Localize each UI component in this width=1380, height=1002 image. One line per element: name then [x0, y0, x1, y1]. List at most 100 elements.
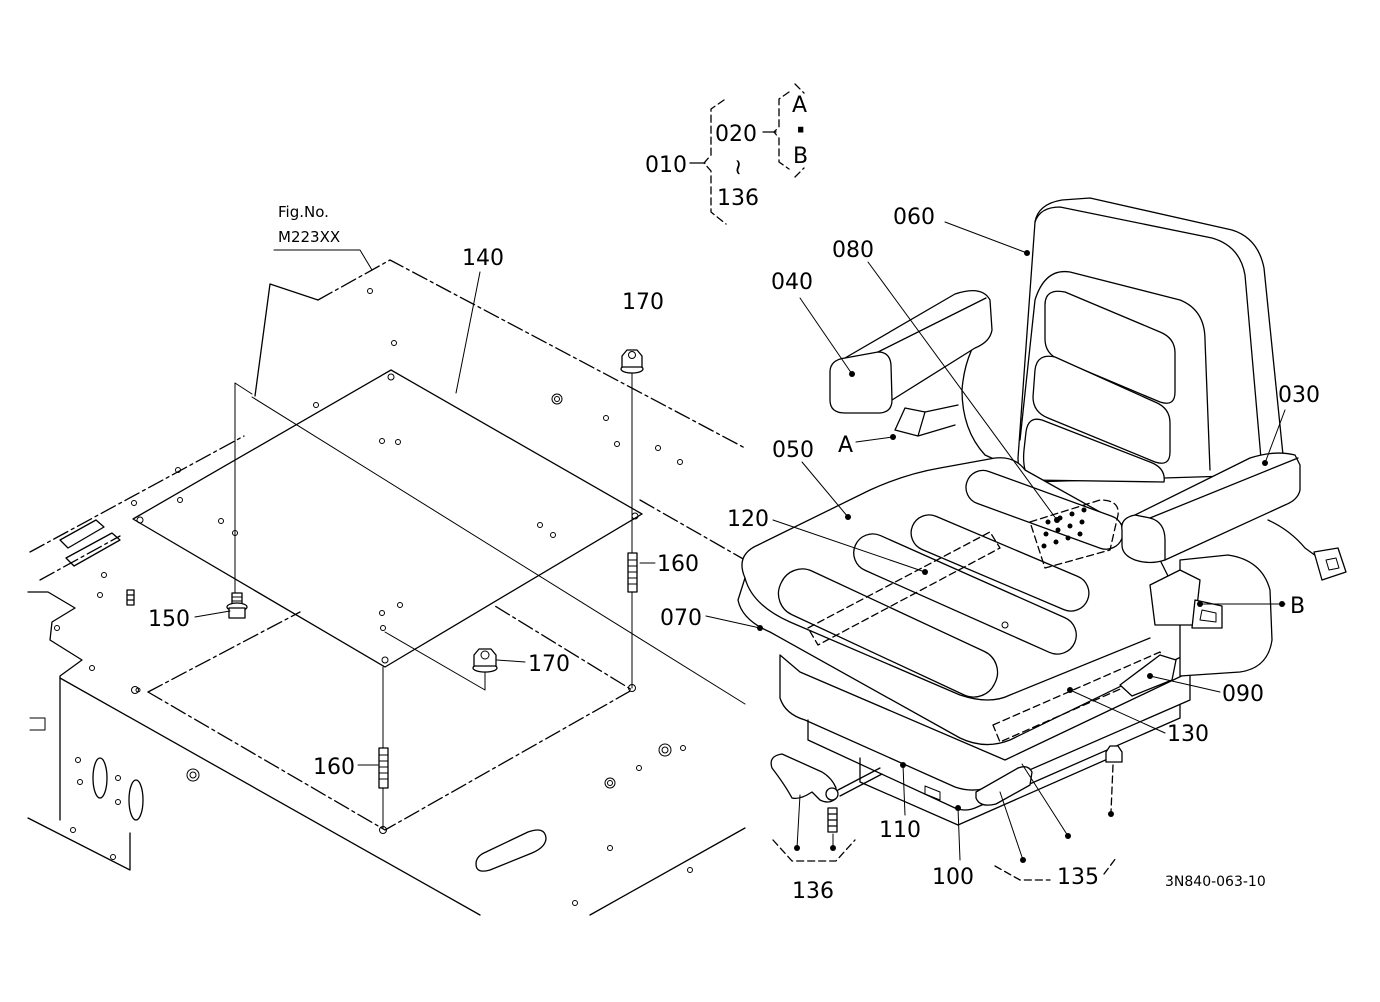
leader-040 — [799, 297, 853, 375]
leader-110 — [902, 764, 906, 816]
switch-hole — [1065, 535, 1071, 541]
nut-bore — [480, 650, 490, 660]
frame-left-edge-inner — [39, 535, 121, 581]
leader-070 — [705, 615, 761, 629]
cushion-pad-third — [910, 514, 1090, 612]
mounting-hole — [175, 467, 181, 473]
mounting-hole — [89, 665, 95, 671]
stud-threads — [627, 559, 638, 585]
callout-060: 060 — [893, 205, 935, 230]
frame-oval-slot-2 — [128, 779, 144, 821]
bolt-axis — [234, 382, 253, 597]
leader-dot — [1147, 673, 1153, 679]
seat-cushion — [737, 457, 1186, 746]
leader-120 — [772, 519, 926, 573]
plate-outline — [132, 369, 643, 668]
connector-latch — [1325, 557, 1340, 571]
leader-dot — [757, 625, 763, 631]
mounting-hole — [603, 415, 609, 421]
frame-right-edge — [639, 499, 746, 561]
leader-135-a — [999, 791, 1024, 861]
mount-outline — [147, 605, 633, 831]
base-housing — [779, 654, 1191, 791]
wire-harness — [1267, 519, 1317, 557]
callout-136: 136 — [792, 879, 834, 904]
stud-threads — [378, 754, 389, 780]
assembly-key: 010 020 ~ 136 A · B — [645, 83, 808, 225]
chassis-frame — [27, 259, 746, 916]
bolt-threads — [231, 596, 243, 602]
callout-ref-a: A — [838, 433, 853, 458]
callout-170-lower: 170 — [528, 652, 570, 677]
fig-no-leader — [273, 249, 373, 271]
nut-bore — [628, 351, 636, 359]
plate-hole — [218, 518, 224, 524]
side-nut-axis — [1110, 764, 1114, 813]
mounting-hole — [636, 765, 642, 771]
callout-140: 140 — [462, 246, 504, 271]
mounting-hole — [313, 402, 319, 408]
mounting-holes — [54, 288, 693, 906]
seat-belt-right — [1149, 569, 1223, 629]
leader-dot — [1065, 833, 1071, 839]
seat-belt-left-strap — [917, 404, 959, 437]
callout-080: 080 — [832, 238, 874, 263]
nut-body — [473, 648, 497, 667]
callout-170-top: 170 — [622, 290, 664, 315]
fasteners — [226, 349, 644, 829]
flange-nut-lower — [472, 648, 498, 673]
mounting-hole — [177, 497, 183, 503]
frame-left-bottom — [27, 817, 131, 871]
right-armrest-top-edge — [1149, 457, 1299, 519]
leader-dot — [1262, 460, 1268, 466]
switch-hole — [1041, 543, 1047, 549]
leader-dot — [794, 845, 800, 851]
leader-dot — [1020, 857, 1026, 863]
plate-hole — [136, 516, 144, 524]
callout-100: 100 — [932, 865, 974, 890]
side-nut-body — [1105, 745, 1123, 763]
callout-090: 090 — [1222, 682, 1264, 707]
frame-small-screw — [126, 589, 135, 606]
assembly-brace-close — [794, 83, 805, 178]
assembly-variant-b-label: B — [793, 144, 808, 169]
plate-hole — [381, 656, 389, 664]
assembly-range-symbol: ~ — [725, 158, 750, 176]
leader-dot — [1108, 811, 1114, 817]
mounting-hole — [110, 854, 116, 860]
plate-hole — [537, 522, 543, 528]
stud-right — [627, 552, 638, 593]
leader-050 — [801, 461, 849, 518]
backrest — [961, 197, 1284, 483]
mounting-hole — [131, 500, 137, 506]
assembly-parent-label: 010 — [645, 153, 687, 178]
mounting-hole — [391, 340, 397, 346]
backrest-panel-frame — [1019, 270, 1211, 471]
base-bottom-plate — [859, 757, 1111, 826]
left-armrest-body — [829, 289, 993, 414]
right-armrest — [1121, 452, 1301, 677]
leader-ref-a — [855, 436, 894, 443]
stud-lower — [378, 747, 389, 789]
mounting-hole — [189, 771, 197, 779]
leader-170-lower — [496, 659, 526, 663]
fig-no-label: Fig.No. — [278, 203, 329, 221]
callout-ref-b: B — [1290, 594, 1305, 619]
hidden-switch-plate — [1029, 499, 1119, 569]
seat-right-side-panel — [1179, 554, 1273, 677]
leader-dot — [955, 805, 961, 811]
callout-160-lower: 160 — [313, 755, 355, 780]
mounting-hole — [658, 743, 672, 757]
mounting-hole — [97, 592, 103, 598]
frame-lower-edge — [59, 677, 481, 916]
frame-left-profile — [27, 591, 83, 821]
mounting-hole — [661, 746, 669, 754]
assembly-range-start-label: 020 — [715, 122, 757, 147]
backrest-pad-top — [1044, 290, 1176, 404]
mounting-hole — [554, 396, 560, 402]
cushion-front-edge — [744, 577, 1151, 701]
leader-090 — [1149, 675, 1221, 693]
seat-mount-plate — [132, 369, 643, 668]
callout-030: 030 — [1278, 383, 1320, 408]
mounting-hole — [677, 459, 683, 465]
